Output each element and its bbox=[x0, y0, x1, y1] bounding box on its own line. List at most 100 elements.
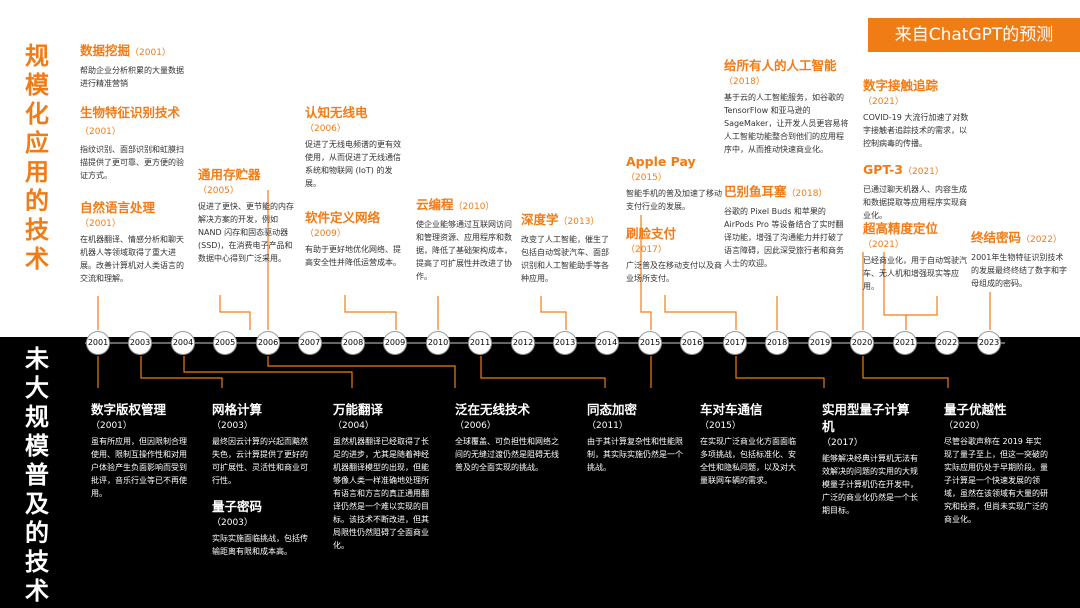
year-marker: 2008 bbox=[341, 331, 365, 355]
item-desc: 基于云的人工智能服务，如谷歌的 TensorFlow 和亚马逊的 SageMak… bbox=[724, 93, 849, 154]
year-marker: 2016 bbox=[680, 331, 704, 355]
item-desc: 在实现广泛商业化方面面临多项挑战，包括标准化、安全性和隐私问题，以及对大量联网车… bbox=[700, 437, 796, 485]
year-marker: 2022 bbox=[935, 331, 959, 355]
year-marker: 2012 bbox=[511, 331, 535, 355]
tech-nlp: 自然语言处理 （2001） 在机器翻译、情感分析和聊天机器人等领域取得了重大进展… bbox=[80, 199, 188, 285]
tech-drm: 数字版权管理 （2001） 虽有所应用，但因限制合理使用、限制互操作性和对用户体… bbox=[91, 401, 187, 500]
connector-supremacy bbox=[862, 356, 949, 388]
year-marker: 2011 bbox=[468, 331, 492, 355]
item-desc: 有助于更好地优化网络、提高安全性并降低运营成本。 bbox=[305, 245, 401, 267]
tech-end-of-passwords: 终结密码（2022） 2001年生物特征识别技术的发展最终终结了数字和字母组成的… bbox=[971, 229, 1071, 290]
tech-babel-fish-earbuds: 巴别鱼耳塞（2018） 谷歌的 Pixel Buds 和苹果的 AirPods … bbox=[724, 183, 850, 270]
year-marker: 2006 bbox=[256, 331, 280, 355]
item-title: 车对车通信 bbox=[700, 402, 763, 417]
item-title: 数字版权管理 bbox=[91, 402, 167, 417]
connector-positioning bbox=[906, 296, 938, 316]
year-marker: 2001 bbox=[86, 331, 110, 355]
year-marker: 2004 bbox=[171, 331, 195, 355]
year-marker: 2017 bbox=[723, 331, 747, 355]
item-year: （2009） bbox=[305, 229, 346, 239]
tech-ai-for-all: 给所有人的人工智能 （2018） 基于云的人工智能服务，如谷歌的 TensorF… bbox=[724, 57, 850, 156]
item-year: （2003） bbox=[212, 421, 253, 431]
item-desc: 虽有所应用，但因限制合理使用、限制互操作性和对用户体验产生负面影响而受到批评，音… bbox=[91, 437, 187, 498]
item-title: 生物特征识别技术（2001） bbox=[80, 105, 181, 137]
item-desc: 广泛普及在移动支付以及商业场所支付。 bbox=[626, 261, 722, 283]
connector-storage bbox=[219, 295, 251, 330]
item-year: （2001） bbox=[91, 421, 132, 431]
item-title: 网格计算 bbox=[212, 402, 263, 417]
item-title: 终结密码（2022） bbox=[971, 230, 1062, 245]
tech-deep-learning: 深度学（2013） 改变了人工智能，催生了包括自动驾驶汽车、面部识别和人工智能助… bbox=[521, 211, 613, 285]
item-title: 自然语言处理 bbox=[80, 200, 156, 215]
item-title: 刷脸支付 bbox=[626, 226, 677, 241]
tech-v2v-communication: 车对车通信 （2015） 在实现广泛商业化方面面临多项挑战，包括标准化、安全性和… bbox=[700, 401, 798, 487]
item-title: 万能翻译 bbox=[333, 402, 384, 417]
item-year: （2017） bbox=[626, 245, 667, 255]
item-title: 同态加密 bbox=[587, 402, 638, 417]
item-title: 超高精度定位 bbox=[863, 221, 939, 236]
connector-translate bbox=[183, 356, 353, 388]
item-desc: 能够解决经典计算机无法有效解决的问题的实用的大规模量子计算机仍在开发中，广泛的商… bbox=[822, 454, 918, 515]
item-title: 给所有人的人工智能 bbox=[724, 58, 837, 73]
chatgpt-badge: 来自ChatGPT的预测 bbox=[868, 18, 1080, 52]
tech-homomorphic-encryption: 同态加密 （2011） 由于其计算复杂性和性能限制，其实际实施仍然是一个挑战。 bbox=[587, 401, 685, 474]
left-title-commercialized: 规模化应用的技术 bbox=[25, 42, 49, 273]
connector-sdn bbox=[344, 295, 397, 330]
item-year: （2020） bbox=[944, 421, 985, 431]
tech-universal-translation: 万能翻译 （2004） 虽然机器翻译已经取得了长足的进步，尤其是随着神经机器翻译… bbox=[333, 401, 429, 552]
item-year: （2004） bbox=[333, 421, 374, 431]
item-desc: 使企业能够通过互联网访问和管理资源、应用程序和数据，降低了基础架构成本，提高了可… bbox=[416, 220, 512, 281]
connector-gpt3 bbox=[883, 252, 907, 330]
item-title: 云编程（2010） bbox=[416, 197, 495, 212]
year-marker: 2015 bbox=[638, 331, 662, 355]
tech-ubiquitous-wireless: 泛在无线技术 （2006） 全球覆盖、可负担性和网络之间的无缝过渡仍然是阻碍无线… bbox=[455, 401, 559, 474]
item-title: 通用存贮器 bbox=[198, 167, 261, 182]
connector-homo bbox=[480, 356, 606, 388]
item-title: 量子密码 bbox=[212, 499, 263, 514]
item-desc: 虽然机器翻译已经取得了长足的进步，尤其是随着神经机器翻译模型的出现，但能够像人类… bbox=[333, 437, 429, 550]
tech-cloud-programming: 云编程（2010） 使企业能够通过互联网访问和管理资源、应用程序和数据，降低了基… bbox=[416, 196, 514, 283]
item-desc: 由于其计算复杂性和性能限制，其实际实施仍然是一个挑战。 bbox=[587, 437, 683, 472]
item-title: 认知无线电 bbox=[305, 105, 368, 120]
tech-apple-pay: Apple Pay （2015） 智能手机的普及加速了移动支付行业的发展。 bbox=[626, 153, 726, 213]
item-title: 深度学（2013） bbox=[521, 212, 600, 227]
year-marker: 2023 bbox=[977, 331, 1001, 355]
tech-biometrics: 生物特征识别技术（2001） 指纹识别、面部识别和虹膜扫描提供了更可靠、更方便的… bbox=[80, 104, 188, 182]
item-title: 泛在无线技术 bbox=[455, 402, 531, 417]
year-marker: 2021 bbox=[893, 331, 917, 355]
item-desc: 2001年生物特征识别技术的发展最终终结了数字和字母组成的密码。 bbox=[971, 253, 1067, 288]
item-year: （2015） bbox=[700, 421, 741, 431]
connector-wireless bbox=[267, 356, 456, 388]
item-desc: 全球覆盖、可负担性和网络之间的无缝过渡仍然是阻碍无线普及的全面实现的挑战。 bbox=[455, 437, 559, 472]
item-year: （2018） bbox=[724, 77, 765, 87]
item-year: （2021） bbox=[863, 240, 904, 250]
item-desc: 促进了更快、更节能的内存解决方案的开发，例如 NAND 闪存和固态驱动器 (SS… bbox=[198, 202, 294, 263]
bottom-section bbox=[0, 337, 1080, 608]
item-year: （2006） bbox=[455, 421, 496, 431]
item-title: 软件定义网络 bbox=[305, 210, 381, 225]
item-year: （2021） bbox=[863, 97, 904, 107]
item-desc: 在机器翻译、情感分析和聊天机器人等领域取得了重大进展。改善计算机对人类语言的交流… bbox=[80, 235, 184, 283]
item-desc: 实际实施面临挑战，包括传输距离有限和成本高。 bbox=[212, 534, 308, 556]
item-title: 数据挖掘（2001） bbox=[80, 43, 171, 58]
tech-high-precision-positioning: 超高精度定位 （2021） 已经商业化，用于自动驾驶汽车、无人机和增强现实等应用… bbox=[863, 220, 969, 293]
year-marker: 2010 bbox=[426, 331, 450, 355]
connector-applepay bbox=[640, 215, 652, 330]
year-marker: 2018 bbox=[765, 331, 789, 355]
connector-grid bbox=[140, 356, 223, 388]
timeline-axis bbox=[85, 342, 1005, 344]
item-title: 巴别鱼耳塞（2018） bbox=[724, 184, 828, 199]
tech-quantum-supremacy: 量子优越性 （2020） 尽管谷歌声称在 2019 年实现了量子至上，但这一突破… bbox=[944, 401, 1048, 526]
tech-grid-computing: 网格计算 （2003） 最终因云计算的兴起而黯然失色，云计算提供了更好的可扩展性… bbox=[212, 401, 308, 487]
year-marker: 2014 bbox=[595, 331, 619, 355]
connector-deeplearn bbox=[540, 296, 567, 330]
item-title: 实用型量子计算机 bbox=[822, 402, 910, 434]
item-title: 数字接触追踪 bbox=[863, 78, 939, 93]
tech-data-mining: 数据挖掘（2001） 帮助企业分析积累的大量数据进行精准营销 bbox=[80, 42, 190, 90]
connector-facepay bbox=[664, 295, 737, 330]
item-title: Apple Pay bbox=[626, 154, 696, 169]
tech-sdn: 软件定义网络 （2009） 有助于更好地优化网络、提高安全性并降低运营成本。 bbox=[305, 209, 403, 269]
item-desc: 已经商业化，用于自动驾驶汽车、无人机和增强现实等应用。 bbox=[863, 256, 967, 291]
item-year: （2017） bbox=[822, 438, 863, 448]
